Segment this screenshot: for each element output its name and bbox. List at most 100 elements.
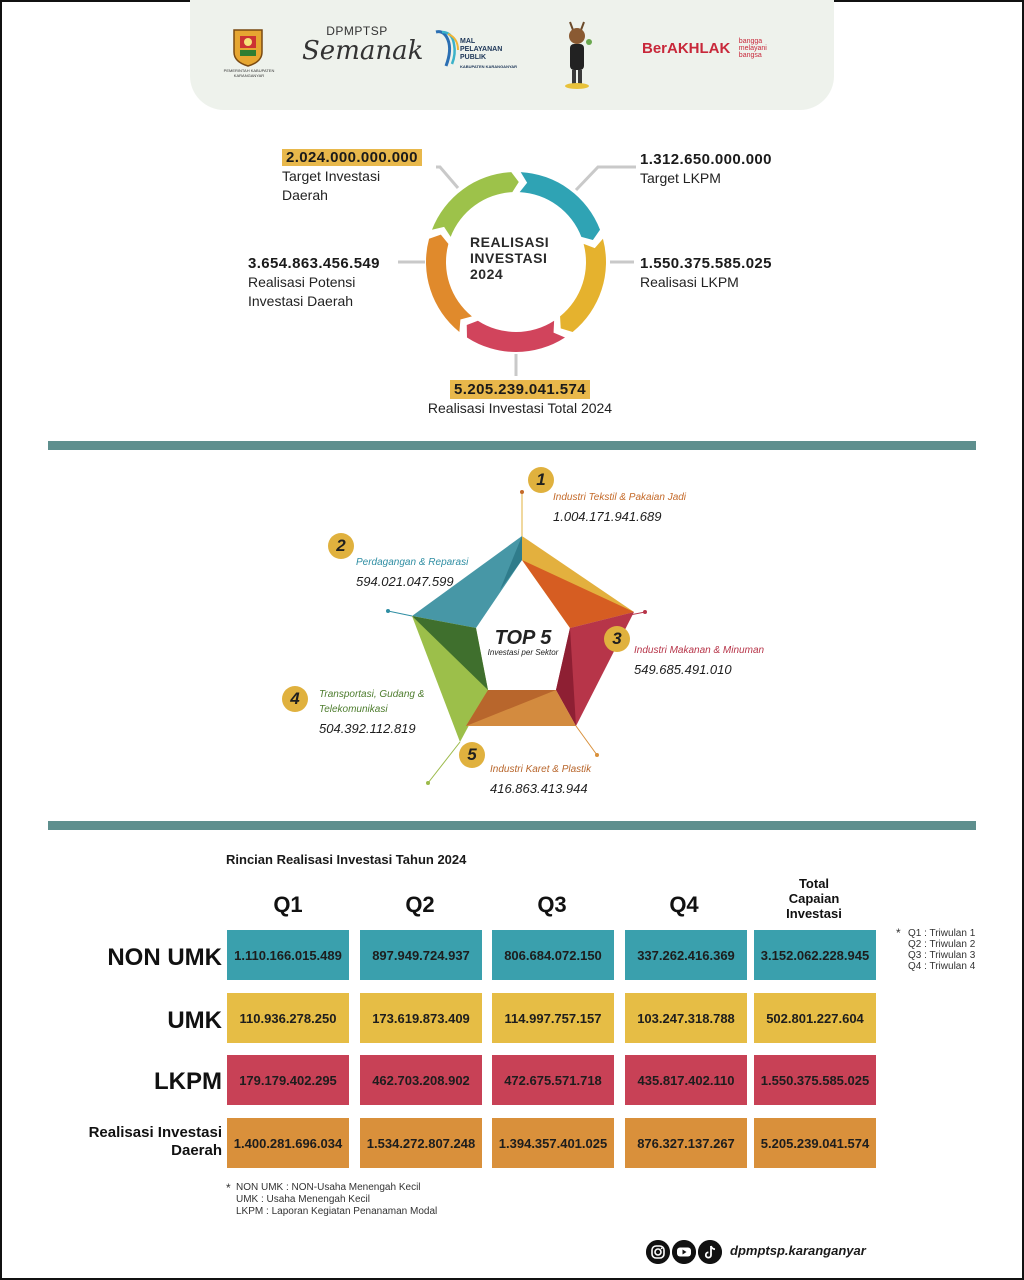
- mpp-line-4: KABUPATEN KARANGANYAR: [460, 64, 518, 69]
- mpp-wave-icon: [435, 30, 459, 67]
- sector-3-value: 549.685.491.010: [634, 662, 732, 677]
- realisasi-total: 5.205.239.041.574 Realisasi Investasi To…: [420, 380, 620, 418]
- bangga-text: bangga: [738, 38, 763, 45]
- abbreviation-notes: * NON UMK : NON-Usaha Menengah Kecil UMK…: [226, 1182, 438, 1218]
- mpp-line-1: MAL: [460, 38, 476, 45]
- total-header-line-2: Capaian: [788, 891, 840, 906]
- sector-2-name: Perdagangan & Reparasi: [356, 557, 469, 568]
- sector-5: Industri Karet & Plastik 416.863.413.944: [490, 762, 591, 796]
- sector-1-name: Industri Tekstil & Pakaian Jadi: [553, 492, 687, 503]
- column-header-q3: Q3: [537, 892, 567, 917]
- table-cell: 806.684.072.150: [492, 930, 614, 980]
- table-cell: 876.327.137.267: [625, 1118, 747, 1168]
- social-handle[interactable]: dpmptsp.karanganyar: [730, 1243, 866, 1258]
- realisasi-potensi: 3.654.863.456.549 Realisasi Potensi Inve…: [248, 254, 380, 311]
- berakhlak-logo: BerAKHLAK bangga melayani bangsa: [642, 38, 802, 59]
- sector-1-value: 1.004.171.941.689: [553, 509, 662, 524]
- total-header-line-3: Investasi: [786, 906, 842, 921]
- table-cell: 1.394.357.401.025: [492, 1118, 614, 1168]
- ring-segment-green: [431, 172, 519, 237]
- table-title: Rincian Realisasi Investasi Tahun 2024: [226, 852, 467, 867]
- ring-segment-orange: [426, 234, 472, 332]
- top5-subtitle: Investasi per Sektor: [487, 648, 559, 657]
- table-cell-total: 3.152.062.228.945: [754, 930, 876, 980]
- youtube-icon[interactable]: [672, 1240, 696, 1264]
- realisasi-potensi-label-1: Realisasi Potensi: [248, 274, 356, 290]
- sector-3: Industri Makanan & Minuman 549.685.491.0…: [634, 643, 764, 677]
- realisasi-lkpm-label: Realisasi LKPM: [640, 274, 739, 290]
- semanak-top-text: DPMPTSP: [326, 24, 388, 38]
- ring-segment-yellow: [560, 238, 606, 332]
- rank-badge-5: 5: [459, 742, 485, 768]
- target-investasi-daerah-label-2: Daerah: [282, 187, 328, 203]
- quarter-note-3: Q3 : Triwulan 3: [908, 950, 976, 961]
- abbrev-note-3: LKPM : Laporan Kegiatan Penanaman Modal: [236, 1206, 438, 1217]
- quarter-note-1: Q1 : Triwulan 1: [908, 928, 976, 939]
- table-cell: 897.949.724.937: [360, 930, 482, 980]
- realisasi-total-label: Realisasi Investasi Total 2024: [427, 400, 613, 416]
- top5-title: TOP 5: [494, 627, 552, 649]
- sector-4-name-2: Telekomunikasi: [319, 704, 388, 715]
- sector-4: Transportasi, Gudang & Telekomunikasi 50…: [319, 687, 424, 736]
- row-label-realisasi-daerah: Realisasi Investasi Daerah: [60, 1124, 222, 1160]
- section-divider-1: [48, 441, 976, 450]
- table-cell: 1.110.166.015.489: [227, 930, 349, 980]
- berakhlak-text: BerAKHLAK: [642, 40, 731, 57]
- column-header-total: Total Capaian Investasi: [754, 876, 874, 921]
- row-label-umk: UMK: [167, 1007, 222, 1034]
- ring-title-line-2: INVESTASI: [470, 250, 548, 266]
- bangga-melayani-bangsa-text: bangga melayani bangsa: [739, 38, 767, 59]
- row-label-lkpm: LKPM: [154, 1068, 222, 1095]
- table-cell: 1.400.281.696.034: [227, 1118, 349, 1168]
- sector-2: Perdagangan & Reparasi 594.021.047.599: [356, 555, 468, 589]
- melayani-text: melayani: [738, 45, 767, 52]
- target-lkpm-value: 1.312.650.000.000: [640, 151, 772, 168]
- table-cell: 472.675.571.718: [492, 1055, 614, 1105]
- section-divider-2: [48, 821, 976, 830]
- table-cell-total: 1.550.375.585.025: [754, 1055, 876, 1105]
- row-label-non-umk: NON UMK: [107, 944, 222, 971]
- quarter-note-2: Q2 : Triwulan 2: [908, 939, 976, 950]
- ring-segment-red: [466, 320, 566, 352]
- quarter-legend: * Q1 : Triwulan 1 Q2 : Triwulan 2 Q3 : T…: [896, 926, 976, 972]
- realisasi-lkpm-value: 1.550.375.585.025: [640, 255, 772, 272]
- quarter-note-4: Q4 : Triwulan 4: [908, 961, 976, 972]
- header-logo-bar: PEMERINTAH KABUPATEN KARANGANYAR DPMPTSP…: [190, 0, 834, 110]
- ring-title-line-3: 2024: [470, 266, 504, 282]
- abbrev-note-1: NON UMK : NON-Usaha Menengah Kecil: [236, 1182, 421, 1193]
- table-cell-total: 502.801.227.604: [754, 993, 876, 1043]
- realisasi-lkpm: 1.550.375.585.025 Realisasi LKPM: [640, 254, 772, 292]
- rank-badge-3: 3: [604, 626, 630, 652]
- table-cell: 103.247.318.788: [625, 993, 747, 1043]
- realisasi-potensi-label-2: Investasi Daerah: [248, 293, 354, 309]
- quarter-legend-asterisk: *: [896, 926, 901, 940]
- sector-5-name: Industri Karet & Plastik: [490, 764, 592, 775]
- target-lkpm: 1.312.650.000.000 Target LKPM: [640, 150, 772, 188]
- mpp-line-3: PUBLIK: [460, 54, 487, 61]
- tiktok-icon[interactable]: [698, 1240, 722, 1264]
- realisasi-potensi-value: 3.654.863.456.549: [248, 255, 380, 272]
- top5-center-label: TOP 5 Investasi per Sektor: [478, 628, 568, 657]
- realisasi-ring-chart: [426, 172, 606, 352]
- column-header-q4: Q4: [669, 892, 699, 917]
- target-investasi-daerah-value: 2.024.000.000.000: [282, 149, 422, 166]
- table-cell: 462.703.208.902: [360, 1055, 482, 1105]
- karanganyar-crest-logo: [233, 29, 263, 67]
- semanak-logo: DPMPTSP Semanak: [302, 24, 424, 66]
- rank-badge-1: 1: [528, 467, 554, 493]
- table-cell: 337.262.416.369: [625, 930, 747, 980]
- table-cell: 435.817.402.110: [625, 1055, 747, 1105]
- mascot-logo: [565, 21, 592, 89]
- sector-4-value: 504.392.112.819: [319, 721, 416, 736]
- column-header-q2: Q2: [405, 892, 435, 917]
- instagram-icon[interactable]: [646, 1240, 670, 1264]
- target-investasi-daerah: 2.024.000.000.000 Target Investasi Daera…: [282, 148, 422, 205]
- row-label-realisasi-daerah-line-2: Daerah: [171, 1142, 222, 1159]
- rank-badge-2: 2: [328, 533, 354, 559]
- semanak-script-text: Semanak: [302, 36, 424, 66]
- sector-4-name-1: Transportasi, Gudang &: [319, 689, 425, 700]
- realisasi-total-value: 5.205.239.041.574: [450, 380, 590, 399]
- table-cell: 179.179.402.295: [227, 1055, 349, 1105]
- table-cell: 114.997.757.157: [492, 993, 614, 1043]
- top5-pentagon-graphic: [386, 490, 647, 785]
